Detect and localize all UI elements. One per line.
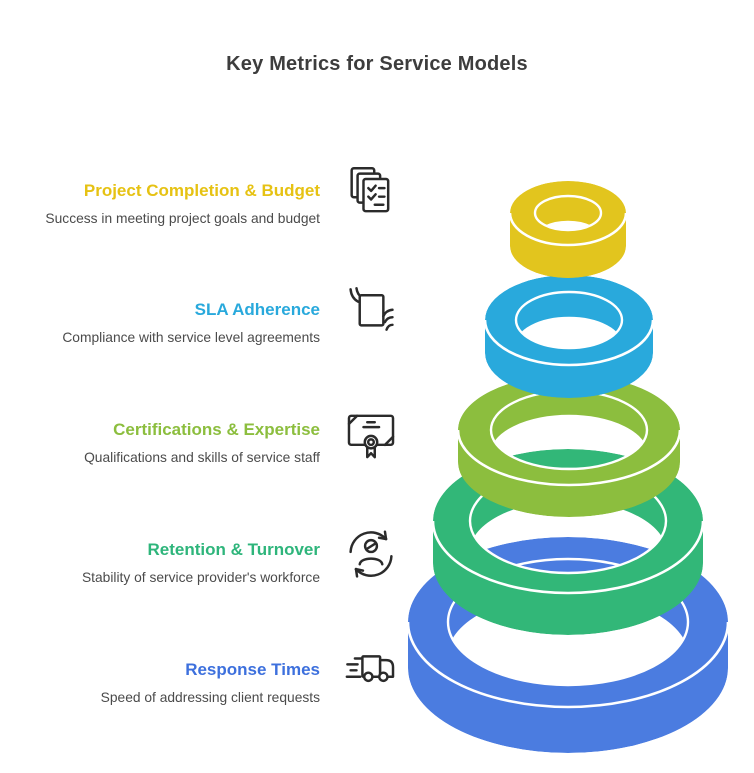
metric-description-response-times: Speed of addressing client requests (100, 690, 320, 706)
metric-description-sla-adherence: Compliance with service level agreements (62, 330, 320, 346)
metric-heading-response-times: Response Times (185, 660, 320, 679)
delivery-truck-icon (342, 644, 400, 702)
checklist-pages-icon (342, 165, 400, 223)
ring-certifications-expertise (456, 375, 682, 517)
metric-row-certifications: Certifications & Expertise Qualification… (18, 414, 400, 468)
certificate-icon (342, 404, 400, 462)
metric-heading-retention: Retention & Turnover (147, 540, 320, 559)
page-title: Key Metrics for Service Models (226, 53, 528, 75)
metric-heading-sla-adherence: SLA Adherence (194, 300, 320, 319)
metric-heading-project-completion: Project Completion & Budget (83, 181, 320, 200)
metric-description-retention: Stability of service provider's workforc… (81, 570, 320, 586)
hands-document-icon (342, 284, 400, 342)
metric-heading-certifications: Certifications & Expertise (113, 420, 320, 439)
ring-retention-turnover (431, 449, 705, 635)
metric-description-certifications: Qualifications and skills of service sta… (84, 450, 320, 466)
metric-description-project-completion: Success in meeting project goals and bud… (45, 211, 320, 227)
ring-sla-adherence (483, 275, 655, 398)
metric-row-retention: Retention & Turnover Stability of servic… (18, 530, 400, 588)
ring-response-times (406, 537, 730, 753)
metric-row-response-times: Response Times Speed of addressing clien… (18, 655, 400, 708)
person-cycle-icon (342, 524, 400, 582)
metric-row-sla-adherence: SLA Adherence Compliance with service le… (18, 287, 400, 348)
metric-row-project-completion: Project Completion & Budget Success in m… (18, 166, 400, 229)
ring-project-completion (508, 181, 628, 278)
